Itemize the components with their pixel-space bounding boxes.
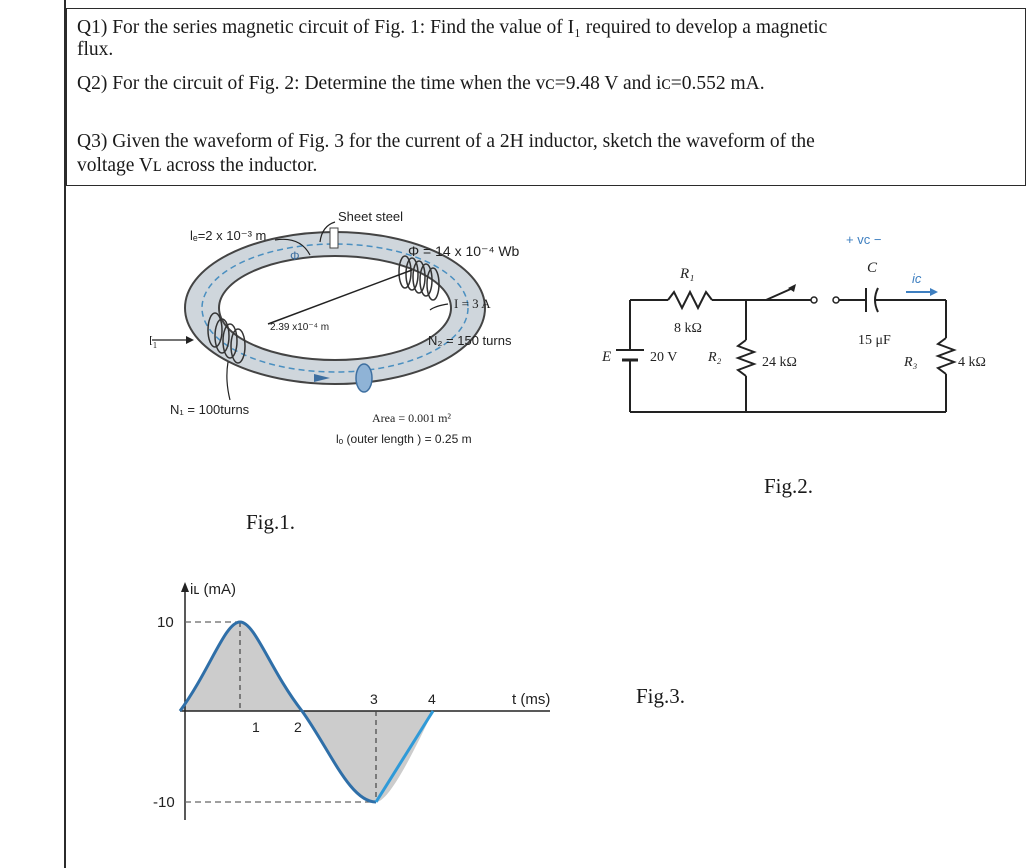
source-value: 20 V <box>650 350 677 365</box>
current-sine-curve <box>178 620 377 804</box>
ic-label: iᴄ <box>912 271 922 286</box>
y-tick-10: 10 <box>157 614 174 631</box>
x-axis-label: t (ms) <box>512 691 550 708</box>
n2-label: N₂ = 150 turns <box>428 333 512 348</box>
coil-n2 <box>398 255 440 301</box>
r3-value: 4 kΩ <box>958 355 986 370</box>
gap-length-label: lₑ=2 x 10⁻³ m <box>190 228 266 243</box>
fig2-caption: Fig.2. <box>764 474 814 498</box>
positive-area <box>180 622 302 711</box>
air-gap <box>329 227 339 249</box>
q1-line1: Q1) For the series magnetic circuit of F… <box>77 17 828 38</box>
inner-dimension-label: 2.39 x10⁻⁴ m <box>270 322 329 333</box>
current-leader <box>429 303 449 311</box>
steel-leader <box>319 221 336 243</box>
current-i2-label: I = 3 A <box>454 296 491 311</box>
q2-text: Q2) For the circuit of Fig. 2: Determine… <box>77 73 765 94</box>
cap-value: 15 μF <box>858 333 891 348</box>
cap-label: C <box>867 260 878 276</box>
x-tick-2: 2 <box>294 719 302 735</box>
x-tick-3: 3 <box>370 691 378 707</box>
q3-line2: voltage Vʟ across the inductor. <box>77 155 318 176</box>
material-label: Sheet steel <box>338 209 403 224</box>
length-label: lₒ (outer length ) = 0.25 m <box>336 432 472 446</box>
q1-line2: flux. <box>77 39 114 60</box>
n1-label: N₁ = 100turns <box>170 402 250 417</box>
x-tick-1: 1 <box>252 719 260 735</box>
fig1-magnetic-circuit: Sheet steel lₑ=2 x 10⁻³ m Φ Φ = 14 x 10⁻… <box>150 209 520 446</box>
questions-box: Q1) For the series magnetic circuit of F… <box>66 8 1026 186</box>
flux-arrow-icon <box>314 374 330 382</box>
x-tick-4: 4 <box>428 691 436 707</box>
circuit-wires <box>629 289 957 413</box>
y-axis-arrow-icon <box>181 582 189 592</box>
r1-label: R₁ <box>679 266 694 282</box>
switch-blade <box>765 287 794 301</box>
capacitor-plate-2 <box>874 287 879 313</box>
q3-line1: Q3) Given the waveform of Fig. 3 for the… <box>77 131 815 152</box>
fig3-current-waveform: iʟ (mA) 10 -10 1 2 3 4 t (ms) <box>153 581 550 820</box>
gap-leader <box>274 238 311 256</box>
mean-flux-path <box>201 243 469 373</box>
negative-area <box>302 711 433 802</box>
r2-value: 24 kΩ <box>762 355 797 370</box>
flux-marker <box>355 363 373 393</box>
vc-label: + vᴄ − <box>846 232 881 247</box>
n1-leader <box>226 361 231 401</box>
area-label: Area = 0.001 m² <box>372 411 451 425</box>
fig3-caption: Fig.3. <box>636 684 686 708</box>
current-ramp-line <box>374 710 435 803</box>
r1-value: 8 kΩ <box>674 321 702 336</box>
fig1-caption: Fig.1. <box>246 510 296 534</box>
toroid-inner <box>218 255 452 361</box>
ic-arrow-icon <box>930 288 938 296</box>
left-margin-rule <box>64 0 66 868</box>
i1-arrow-icon <box>186 336 194 344</box>
flux-symbol: Φ <box>290 249 300 263</box>
source-label: E <box>601 349 611 365</box>
switch-arrow-icon <box>788 284 796 292</box>
current-i1-label: I₁ <box>150 334 158 349</box>
inner-dimension-line <box>267 269 413 325</box>
r2-label: R₂ <box>707 350 722 365</box>
switch-contact-2 <box>832 296 840 304</box>
switch-contact <box>810 296 818 304</box>
y-axis-label: iʟ (mA) <box>190 581 236 598</box>
coil-n1 <box>207 312 246 364</box>
y-tick-minus10: -10 <box>153 794 175 811</box>
fig2-rc-circuit: E 20 V R₁ 8 kΩ R₂ 24 kΩ + vᴄ − C iᴄ 15 μ… <box>601 232 986 413</box>
r3-label: R₃ <box>903 355 918 370</box>
flux-value: Φ = 14 x 10⁻⁴ Wb <box>408 243 520 259</box>
